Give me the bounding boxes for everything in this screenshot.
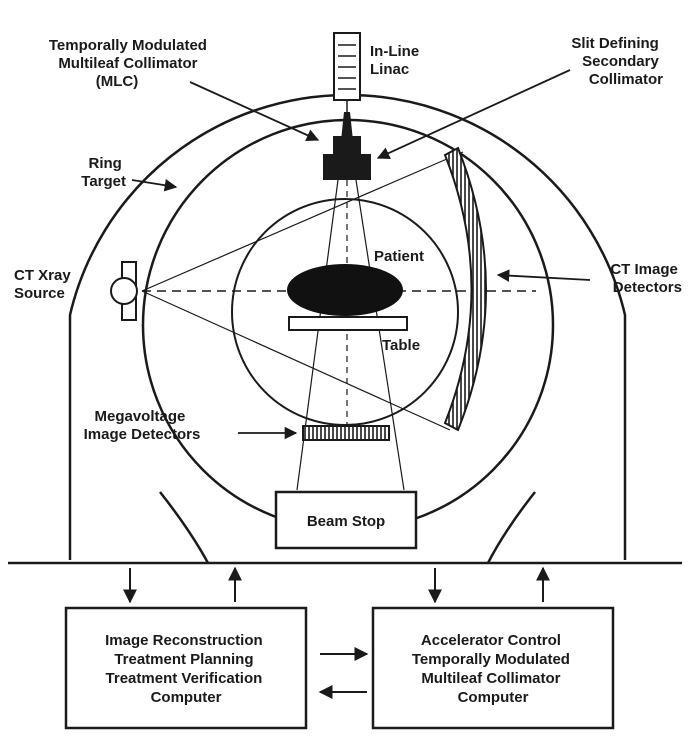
left-computer-text: Image Reconstruction Treatment Planning … <box>105 632 267 706</box>
right-computer-box <box>371 606 615 730</box>
patient-table <box>288 316 408 331</box>
data-arrows <box>123 566 550 699</box>
label-ring-target: Ring Target <box>81 155 126 190</box>
patient-ellipse <box>287 264 403 316</box>
label-patient: Patient <box>374 248 424 265</box>
label-mlc: Temporally Modulated Multileaf Collimato… <box>49 37 211 90</box>
label-beam-stop: Beam Stop <box>307 513 385 530</box>
linac-segments <box>338 44 356 90</box>
right-computer-text: Accelerator Control Temporally Modulated… <box>412 632 574 706</box>
mlc-head <box>333 136 361 154</box>
right-support <box>486 491 536 564</box>
label-mv-detectors: Megavoltage Image Detectors <box>84 408 201 443</box>
label-ct-detectors: CT Image Detectors <box>610 261 682 296</box>
left-computer-box <box>64 606 308 730</box>
left-support <box>159 491 210 564</box>
slit-collimator <box>323 154 371 180</box>
label-table: Table <box>382 337 420 354</box>
mv-detector <box>302 425 390 441</box>
label-linac: In-Line Linac <box>370 43 423 78</box>
beam-stop-box <box>274 490 418 550</box>
ct-image-detector <box>443 146 487 432</box>
ct-source-tube <box>110 277 138 305</box>
label-ct-source: CT Xray Source <box>14 267 75 302</box>
leader-arrows <box>131 69 591 440</box>
label-slit-collimator: Slit Defining Secondary Collimator <box>571 35 663 88</box>
